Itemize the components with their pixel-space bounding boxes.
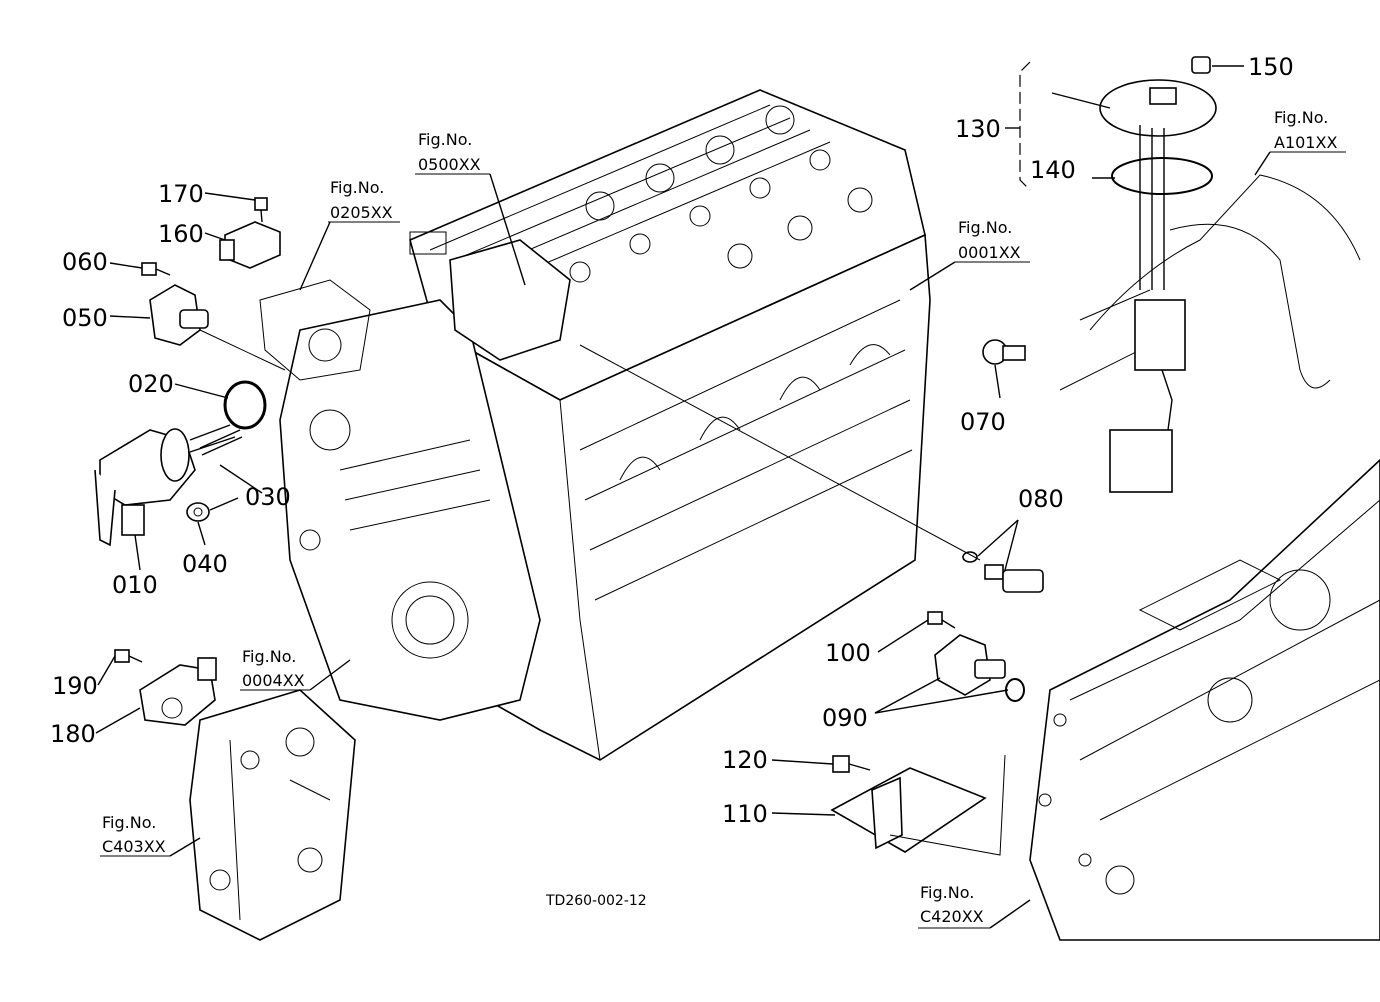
label-190: 190 [52,672,98,700]
label-120: 120 [722,746,768,774]
label-180: 180 [50,720,96,748]
figref-0001-prefix: Fig.No. [958,218,1012,237]
label-150: 150 [1248,53,1294,81]
part-170-drawing [254,197,268,223]
figref-0004-prefix: Fig.No. [242,647,296,666]
label-090: 090 [822,704,868,732]
part-110-drawing [830,767,987,853]
figref-C420-prefix: Fig.No. [920,883,974,902]
part-150-drawing [1191,56,1211,74]
part-080-drawing [962,551,1044,593]
figref-A101-prefix: Fig.No. [1274,108,1328,127]
part-number-labels: 170 160 060 050 020 030 010 040 190 180 … [50,53,1294,828]
label-060: 060 [62,248,108,276]
part-140-drawing [1111,157,1213,195]
part-040-drawing [186,502,210,522]
engine-block-drawing [259,89,931,761]
drawing-code: TD260-002-12 [545,893,647,909]
label-050: 050 [62,304,108,332]
part-020-drawing [223,380,267,430]
part-130-drawing [1099,79,1217,493]
figref-C420: C420XX [920,907,984,926]
figref-underlines [100,151,1346,929]
assembly-bracket-130 [1019,61,1031,191]
label-020: 020 [128,370,174,398]
figref-0500-prefix: Fig.No. [418,130,472,149]
part-030-drawing [199,429,243,456]
part-090-drawing [934,634,1025,702]
part-180-drawing [139,657,217,726]
label-140: 140 [1030,156,1076,184]
label-080: 080 [1018,485,1064,513]
part-010-drawing [94,424,236,547]
figref-C403-prefix: Fig.No. [102,813,156,832]
figure-reference-labels: Fig.No. 0205XX Fig.No. 0500XX Fig.No. 00… [102,108,1337,926]
part-120-drawing [832,755,871,773]
pump-housing-drawing [189,689,356,941]
transmission-housing-drawing [1029,458,1380,941]
label-030: 030 [245,483,291,511]
leader-lines [95,65,1271,929]
figref-0004: 0004XX [242,671,305,690]
fuel-tank-outline [1059,174,1361,391]
label-070: 070 [960,408,1006,436]
part-070-drawing [982,339,1026,365]
figref-C403: C403XX [102,837,166,856]
figref-0001: 0001XX [958,243,1021,262]
figref-0500: 0500XX [418,155,481,174]
figref-0205: 0205XX [330,203,393,222]
label-130: 130 [955,115,1001,143]
label-100: 100 [825,639,871,667]
part-190-drawing [114,649,143,663]
label-160: 160 [158,220,204,248]
figref-A101: A101XX [1274,133,1337,152]
label-040: 040 [182,550,228,578]
part-160-drawing [219,221,281,269]
label-170: 170 [158,180,204,208]
label-110: 110 [722,800,768,828]
part-100-drawing [927,611,956,629]
figref-0205-prefix: Fig.No. [330,178,384,197]
part-060-drawing [141,262,171,276]
label-010: 010 [112,571,158,599]
part-050-drawing [149,284,209,346]
